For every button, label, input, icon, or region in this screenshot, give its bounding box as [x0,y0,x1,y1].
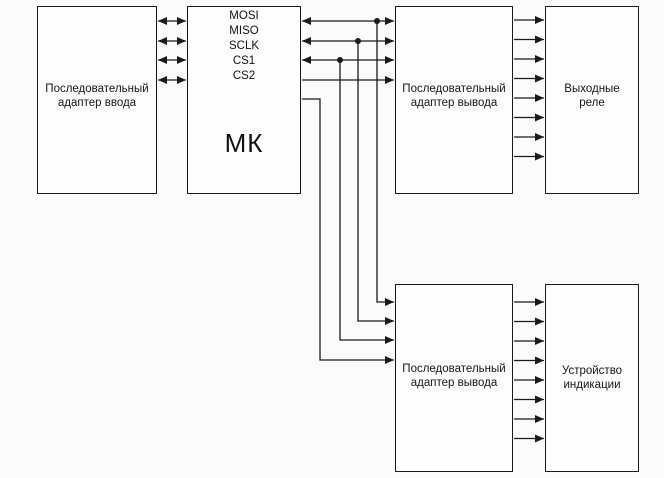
output-adapter-top-block [395,6,513,194]
input-link-arrow-right-2 [177,37,186,45]
sclk-arrow-right [385,56,394,64]
relay-output-arrow-5 [535,94,544,102]
input-adapter-label: Последовательный адаптер ввода [45,83,149,109]
input-link-arrow-left-4 [158,76,167,84]
relay-output-arrow-7 [535,133,544,141]
miso-branch-wire [357,41,394,322]
input-link-arrow-left-3 [158,56,167,64]
display-output-arrow-8 [535,434,544,443]
display-device-block [545,284,639,472]
mk-block [187,6,301,194]
cs1-arrow [385,76,394,84]
output-relays-block [545,6,639,194]
miso-branch-arrow [385,317,394,325]
relay-output-arrow-2 [535,35,544,44]
relay-output-arrow-3 [535,55,544,63]
display-output-arrow-2 [535,317,544,326]
sclk-junction-dot [337,57,343,63]
output-adapter-bottom-label: Последовательный адаптер вывода [402,363,506,389]
relay-output-arrow-4 [535,74,544,83]
display-output-arrow-4 [535,356,544,365]
output-adapter-top-label: Последовательный адаптер вывода [402,83,506,109]
output-relays-label: Выходные реле [564,83,620,109]
miso-junction-dot [355,38,361,44]
relay-output-arrow-8 [535,152,544,161]
relay-output-arrow-6 [535,113,544,122]
input-adapter-block [37,6,157,194]
miso-arrow-right [385,37,394,45]
miso-arrow-left [302,37,311,45]
input-link-arrow-right-4 [177,76,186,84]
cs2-wire [302,98,394,361]
sclk-branch-arrow [385,336,394,344]
display-output-arrow-5 [535,376,544,384]
mosi-branch-arrow [385,298,394,306]
mosi-junction-dot [374,18,380,24]
input-link-arrow-left-2 [158,37,167,45]
display-output-arrow-7 [535,415,544,423]
sclk-arrow-left [302,56,311,64]
display-device-label: Устройство индикации [561,365,623,391]
cs2-arrow [385,356,394,364]
mk-pin-mosi: MOSI [229,10,259,22]
mk-pin-sclk: SCLK [228,40,260,52]
input-link-arrow-right-1 [177,17,186,25]
display-output-arrow-6 [535,395,544,404]
mk-pin-miso: MISO [229,25,259,37]
mk-pin-cs1: CS1 [232,55,256,67]
relay-output-arrow-1 [535,16,544,24]
mk-pin-cs2: CS2 [232,70,256,82]
input-link-arrow-right-3 [177,56,186,64]
mosi-arrow-left [302,17,311,25]
mk-title: МК [224,128,264,158]
input-link-arrow-left-1 [158,17,167,25]
sclk-branch-wire [339,60,394,341]
mosi-arrow-right [385,17,394,25]
output-adapter-bottom-block [395,284,513,472]
display-output-arrow-1 [535,298,544,306]
display-output-arrow-3 [535,337,544,345]
